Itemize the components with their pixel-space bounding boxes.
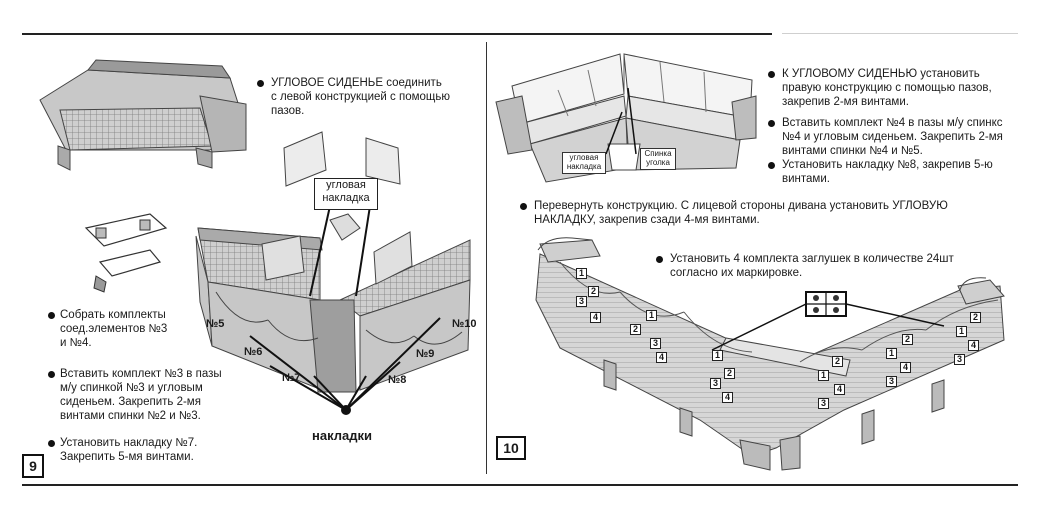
page9-step4: Установить накладку №7. Закрепить 5-мя в… — [60, 437, 198, 463]
corner-seat-illustration — [39, 59, 247, 171]
bullet — [768, 71, 775, 78]
plug-mark-1: 1 — [956, 326, 967, 337]
bottom-rule — [22, 484, 1018, 486]
plug-mark-4: 4 — [834, 384, 845, 395]
bullet — [48, 312, 55, 319]
plug-mark-2: 2 — [902, 334, 913, 345]
part-label-10: №10 — [452, 318, 477, 330]
bullet — [656, 256, 663, 263]
bullet — [768, 120, 775, 127]
page10-corner-cover-label: угловая накладка — [562, 152, 606, 174]
part-label-5: №5 — [206, 318, 225, 330]
plug-mark-3: 3 — [576, 296, 587, 307]
plug-mark-4: 4 — [722, 392, 733, 403]
plug-mark-3: 3 — [954, 354, 965, 365]
page-number-9: 9 — [22, 454, 44, 478]
plug-mark-2: 2 — [588, 286, 599, 297]
plug-mark-3: 3 — [710, 378, 721, 389]
page10-step2: Вставить комплект №4 в пазы м/у спинкс №… — [782, 117, 1003, 157]
plug-mark-1: 1 — [818, 370, 829, 381]
plug-mark-2: 2 — [832, 356, 843, 367]
top-rule-light — [782, 33, 1018, 34]
plug-mark-2: 2 — [970, 312, 981, 323]
plug-mark-4: 4 — [968, 340, 979, 351]
plug-legend — [805, 291, 847, 317]
flipped-sofa-illustration — [535, 237, 1005, 471]
bullet — [48, 440, 55, 447]
page10-step4: Перевернуть конструкцию. С лицевой сторо… — [534, 200, 948, 226]
page9-step1: УГЛОВОЕ СИДЕНЬЕ соединить с левой констр… — [271, 77, 450, 117]
plug-mark-1: 1 — [576, 268, 587, 279]
plug-mark-4: 4 — [590, 312, 601, 323]
page9-step3: Вставить комплект №3 в пазы м/у спинкой … — [60, 368, 222, 422]
page10-corner-back-label: Спинка уголка — [640, 148, 676, 170]
bullet — [768, 162, 775, 169]
page9-step2: Собрать комплекты соед.элементов №3 и №4… — [60, 309, 168, 349]
page9-corner-cover-callout: угловая накладка — [314, 178, 378, 210]
page-divider — [486, 42, 487, 474]
bullet — [48, 371, 55, 378]
connector-elements-illustration — [84, 213, 168, 293]
page10-step3: Установить накладку №8, закрепив 5-ю вин… — [782, 159, 993, 185]
sofa-frame-illustration — [195, 131, 471, 393]
part-label-7: №7 — [282, 372, 301, 384]
page10-step1: К УГЛОВОМУ СИДЕНЬЮ установить правую кон… — [782, 68, 992, 108]
plug-mark-2: 2 — [724, 368, 735, 379]
plug-mark-4: 4 — [656, 352, 667, 363]
bullet — [520, 203, 527, 210]
plug-mark-1: 1 — [712, 350, 723, 361]
part-label-9: №9 — [416, 348, 435, 360]
plug-mark-3: 3 — [886, 376, 897, 387]
page10-step5: Установить 4 комплекта заглушек в количе… — [670, 253, 954, 279]
plug-mark-3: 3 — [818, 398, 829, 409]
pointer-hub-dot — [341, 405, 351, 415]
plug-mark-3: 3 — [650, 338, 661, 349]
plug-mark-4: 4 — [900, 362, 911, 373]
assembled-sofa-illustration — [495, 53, 757, 183]
part-label-6: №6 — [244, 346, 263, 358]
bullet — [257, 80, 264, 87]
cover-pointer-lines — [249, 205, 441, 411]
covers-label: накладки — [312, 428, 372, 443]
plug-mark-2: 2 — [630, 324, 641, 335]
page-number-10: 10 — [496, 436, 526, 460]
part-label-8: №8 — [388, 374, 407, 386]
plug-mark-1: 1 — [646, 310, 657, 321]
top-rule — [22, 33, 772, 35]
plug-mark-1: 1 — [886, 348, 897, 359]
